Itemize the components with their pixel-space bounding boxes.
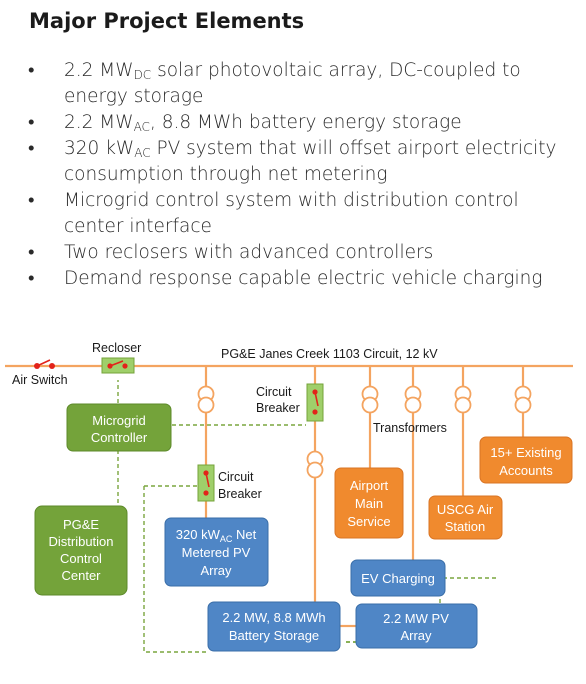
transformer-icon (404, 385, 422, 414)
bullet-subscript: DC (133, 68, 152, 82)
pv-array-line2: Array (400, 628, 432, 643)
bullet-text: Two reclosers with advanced controllers (64, 242, 434, 263)
net-metered-pv-line2: Metered PV (182, 545, 251, 560)
bullet-subscript: AC (133, 120, 150, 134)
bullet-text: solar photovoltaic array, DC-coupled to … (64, 60, 521, 107)
bullet-text: 2.2 MW (64, 112, 134, 133)
battery-storage-box (207, 601, 341, 652)
pge-center-line1: PG&E (63, 517, 99, 532)
circuit-label: PG&E Janes Creek 1103 Circuit, 12 kV (221, 347, 438, 361)
bullet-subscript: AC (134, 146, 151, 160)
circuit-breaker-icon (197, 464, 215, 502)
bullet-text: PV system that will offset airport elect… (64, 138, 557, 185)
existing-accounts-line1: 15+ Existing (490, 445, 561, 460)
recloser-label: Recloser (92, 341, 141, 355)
battery-storage-line2: Battery Storage (229, 628, 319, 643)
bullet-text: Microgrid control system with distributi… (64, 190, 519, 237)
pge-center-line4: Center (61, 568, 101, 583)
bullet-item: • Microgrid control system with distribut… (24, 188, 579, 240)
bullet-item: • Two reclosers with advanced controllers (24, 240, 579, 266)
bullet-dot: • (28, 190, 35, 211)
circuit-breaker-2-label-line1: Circuit (218, 470, 254, 484)
air-switch-label: Air Switch (12, 373, 68, 387)
transformer-icons (197, 385, 532, 479)
ev-charging-box (350, 559, 446, 597)
project-elements-list: •2.2 MWDC solar photovoltaic array, DC-c… (24, 58, 579, 292)
transformer-icon (197, 385, 215, 414)
circuit-breaker-1-label-line1: Circuit (256, 385, 292, 399)
bullet-dot: • (28, 112, 35, 133)
pge-control-center-box (34, 505, 128, 596)
pv-array-line1: 2.2 MW PV (383, 611, 449, 626)
airport-main-line3: Service (347, 514, 390, 529)
transformer-icon (514, 385, 532, 414)
airport-main-line2: Main (355, 496, 383, 511)
airport-main-service-box (334, 467, 404, 539)
bullet-item: • 320 kWAC PV system that will offset air… (24, 136, 579, 188)
pv-array-box (355, 603, 478, 649)
page-title: Major Project Elements (29, 9, 305, 33)
transformer-icon (306, 450, 324, 479)
transformer-icon (454, 385, 472, 414)
existing-accounts-box (479, 436, 573, 484)
circuit-breaker-1-label-line2: Breaker (256, 401, 300, 415)
microgrid-controller-box (66, 403, 172, 452)
bullet-item: • 2.2 MWAC, 8.8 MWh battery energy storag… (24, 110, 579, 136)
air-switch-icon (34, 359, 55, 369)
pge-center-line2: Distribution (48, 534, 113, 549)
bullet-dot: • (28, 60, 35, 81)
net-metered-pv-box (164, 517, 269, 587)
recloser-icon (101, 357, 135, 374)
microgrid-controller-line1: Microgrid (92, 413, 145, 428)
bullet-dot: • (28, 138, 35, 159)
bullet-item: • Demand response capable electric vehicl… (24, 266, 579, 292)
bullet-item: • 2.2 MWDC solar photovoltaic array, DC-c… (24, 58, 579, 110)
bullet-text: 320 kW (64, 138, 135, 159)
bullet-text: , 8.8 MWh battery energy storage (149, 112, 462, 133)
uscg-air-station-box (428, 495, 503, 540)
existing-accounts-line2: Accounts (499, 463, 553, 478)
battery-storage-line1: 2.2 MW, 8.8 MWh (222, 610, 325, 625)
circuit-breaker-2-label-line2: Breaker (218, 487, 262, 501)
airport-main-line1: Airport (350, 478, 389, 493)
pge-center-line3: Control (60, 551, 102, 566)
circuit-breaker-icon (306, 383, 324, 422)
uscg-air-line2: Station (445, 519, 485, 534)
bullet-text: Demand response capable electric vehicle… (64, 268, 543, 289)
bullet-dot: • (28, 268, 35, 289)
uscg-air-line1: USCG Air (437, 502, 494, 517)
ev-charging-label: EV Charging (361, 571, 435, 586)
transformer-icon (361, 385, 379, 414)
bullet-dot: • (28, 242, 35, 263)
microgrid-controller-line2: Controller (91, 430, 148, 445)
transformers-label: Transformers (373, 421, 447, 435)
net-metered-pv-line1: 320 kWAC Net (176, 527, 257, 544)
power-lines (5, 364, 573, 628)
net-metered-pv-line3: Array (200, 563, 232, 578)
bullet-text: 2.2 MW (64, 60, 134, 81)
